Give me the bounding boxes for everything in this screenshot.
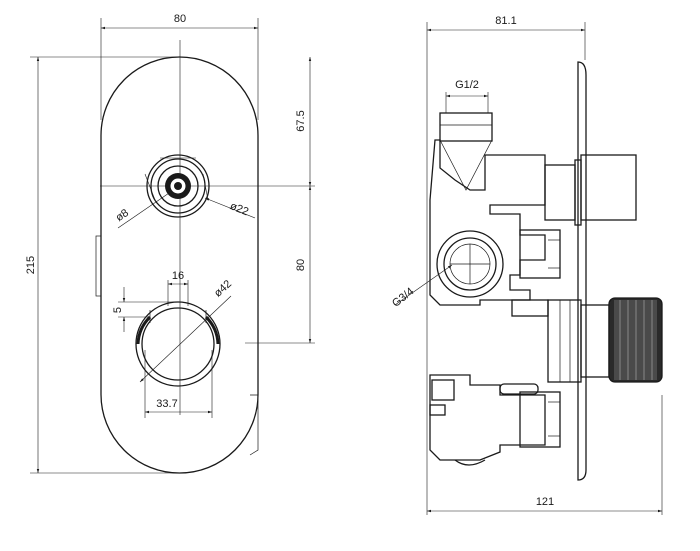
inlet-half-inch [439, 112, 493, 142]
plate-side-tab-right [249, 394, 259, 456]
thermostatic-cartridge-side [499, 299, 610, 395]
small-offset-dimension-label: 5 [112, 307, 124, 313]
diverter-large-diameter-leader [204, 197, 256, 219]
upper-offset-dimension-label: 67.5 [295, 110, 307, 131]
lower-outlet-curve [454, 459, 486, 466]
knob-spacing-dimension-label: 16 [172, 270, 184, 282]
total-depth-dimension-label: 121 [536, 496, 554, 508]
outlet-three-quarter-inch [436, 230, 504, 298]
knurled-knob [608, 297, 663, 383]
lower-offset-dimension-label: 80 [295, 259, 307, 271]
width-dimension-label: 80 [174, 13, 186, 25]
lower-valve-body [429, 374, 546, 461]
diverter-cartridge-side [519, 154, 637, 279]
diverter-small-diameter-label: ø8 [114, 207, 131, 224]
thread-large-label: G3/4 [390, 286, 416, 310]
diverter-button [144, 154, 210, 218]
diverter-small-diameter-leader [117, 190, 173, 229]
temperature-knob [135, 301, 221, 387]
height-dimension-label: 215 [25, 256, 37, 274]
front-plate-outline [100, 56, 259, 474]
thread-small-label: G1/2 [455, 79, 479, 91]
diverter-large-diameter-label: ø22 [228, 200, 250, 218]
knob-width-dimension-label: 33.7 [156, 398, 177, 410]
side-view: 81.1 121 G1/2 G3/4 [390, 15, 663, 515]
knob-diameter-leader [139, 295, 232, 383]
mounting-plate [577, 61, 587, 481]
lower-cap [519, 391, 561, 448]
front-view: 80 215 67.5 80 ø8 ø22 [25, 13, 315, 474]
depth-dimension-label: 81.1 [495, 15, 516, 27]
valve-body [429, 139, 546, 306]
thread-large-leader [394, 264, 453, 306]
plate-side-tab-left [95, 235, 102, 297]
